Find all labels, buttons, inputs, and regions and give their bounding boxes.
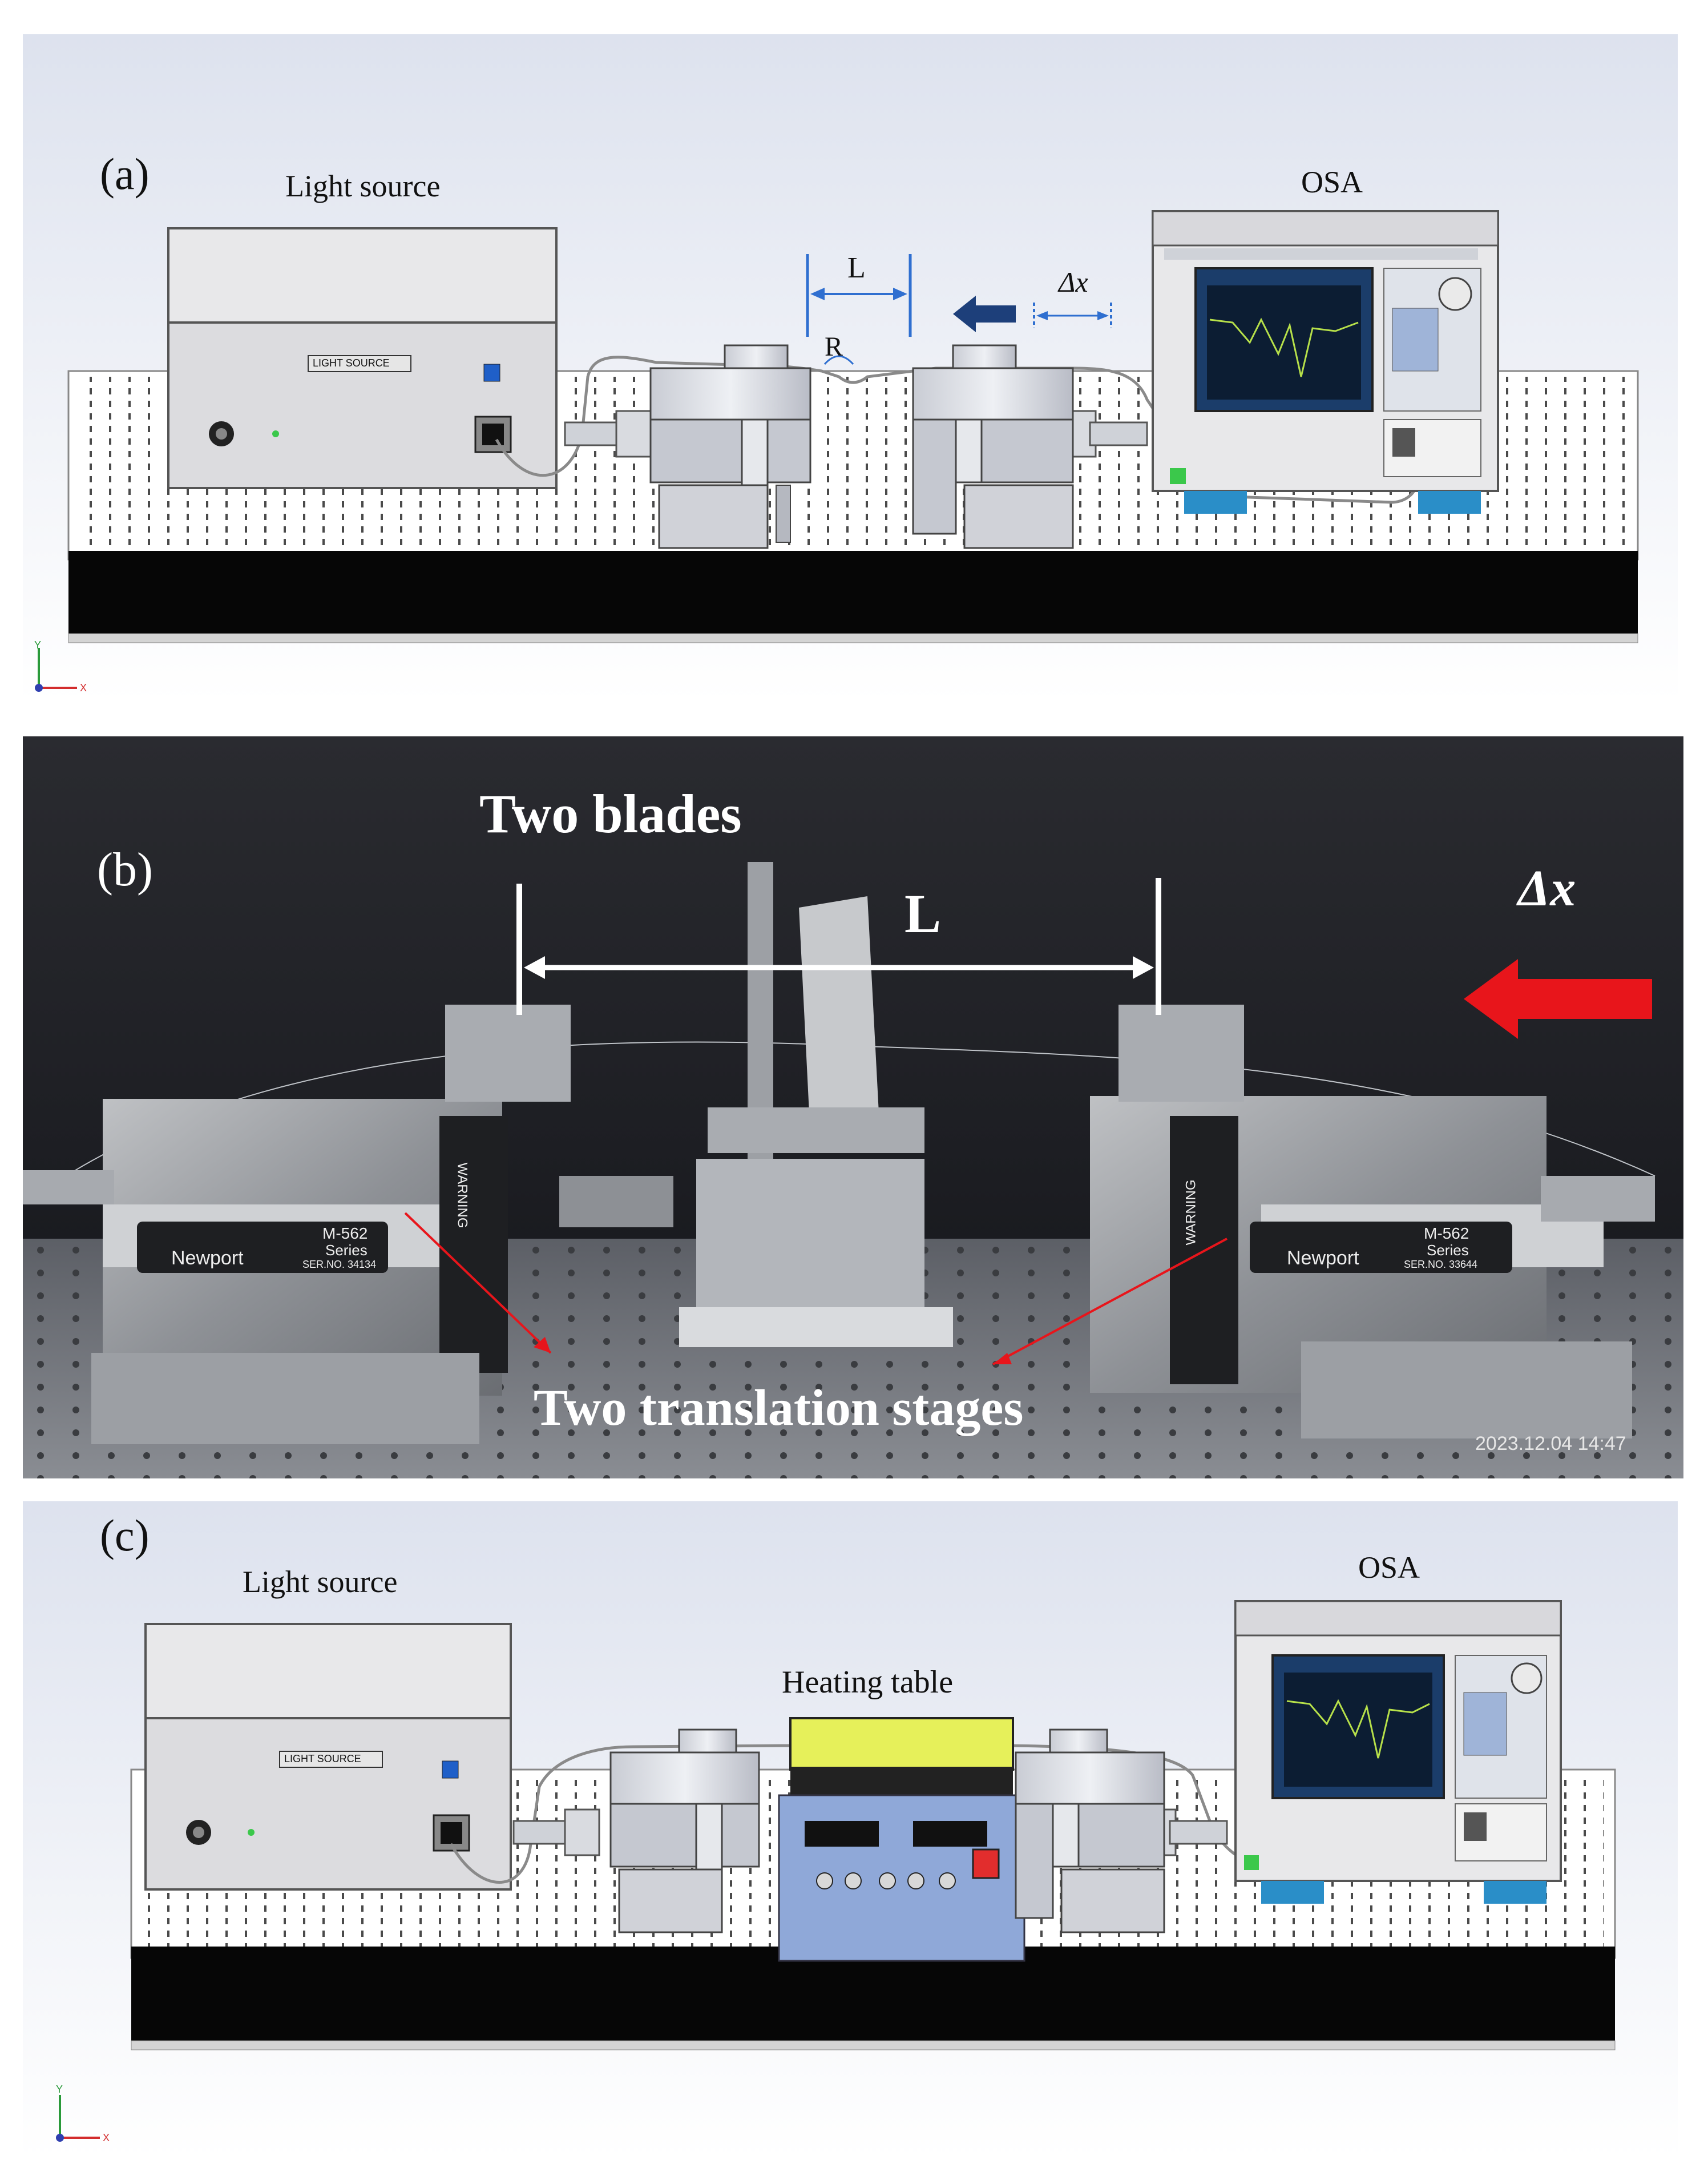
- translation-stage-left-c: [609, 1728, 760, 1933]
- panel-c-schematic: [23, 1501, 1678, 2158]
- photo-blade-holder: [679, 862, 953, 1347]
- panel-a: (a) Light source LIGHT SOURCE OSA L R Δx…: [23, 34, 1678, 702]
- osa-title-a: OSA: [1301, 165, 1363, 199]
- stage-left-series: Series: [325, 1242, 368, 1259]
- delta-x-dimension-a: [1033, 303, 1112, 328]
- light-source-title-a: Light source: [285, 169, 441, 203]
- panel-b: (b) Two blades L Δx Two translation stag…: [23, 736, 1683, 1478]
- axis-x-label-c: X: [103, 2132, 110, 2143]
- translation-stage-right-c: [1015, 1728, 1165, 1933]
- stage-left-warning: WARNING: [454, 1162, 470, 1228]
- translation-stage-right: [912, 344, 1074, 549]
- panel-c: (c) Light source LIGHT SOURCE Heating ta…: [23, 1501, 1678, 2158]
- translation-stage-left: [649, 344, 811, 549]
- panel-b-photo: [23, 736, 1683, 1478]
- length-dimension-b: [516, 878, 1161, 1015]
- panel-a-schematic: [23, 34, 1678, 702]
- stage-left-brand: Newport: [171, 1247, 244, 1269]
- photo-stage-left: [23, 1005, 673, 1444]
- osa-device: [1152, 210, 1499, 514]
- stages-caption: Two translation stages: [534, 1380, 1024, 1436]
- stage-right-serial: SER.NO. 33644: [1404, 1259, 1478, 1270]
- push-arrow-b: [1464, 959, 1652, 1039]
- heating-table-title: Heating table: [782, 1665, 954, 1700]
- stage-right-model: M-562: [1424, 1224, 1469, 1242]
- osa-device-c: [1234, 1600, 1562, 1904]
- osa-title-c: OSA: [1358, 1550, 1420, 1585]
- axis-y-label-c: Y: [56, 2084, 63, 2095]
- length-dimension-a: [806, 254, 912, 337]
- stage-left-serial: SER.NO. 34134: [302, 1259, 377, 1270]
- stage-pointers: [404, 1212, 1228, 1365]
- axis-triad-c: [56, 2095, 100, 2142]
- blades-title: Two blades: [479, 783, 742, 844]
- light-source-device-c: [144, 1623, 512, 1891]
- heating-table-device: [778, 1717, 1025, 1962]
- axis-x-label-a: X: [80, 682, 87, 694]
- axis-y-label-a: Y: [34, 639, 42, 651]
- light-source-plate-c: LIGHT SOURCE: [284, 1753, 361, 1764]
- delta-x-label-b: Δx: [1518, 860, 1576, 917]
- photo-stage-right: [1090, 1005, 1655, 1438]
- stage-right-warning: WARNING: [1183, 1179, 1199, 1246]
- stage-right-brand: Newport: [1287, 1247, 1359, 1269]
- radius-label-a: R: [825, 332, 843, 362]
- stage-left-model: M-562: [322, 1224, 368, 1242]
- light-source-device: [167, 227, 558, 489]
- delta-x-label-a: Δx: [1059, 266, 1088, 298]
- panel-a-label: (a): [100, 149, 150, 199]
- photo-timestamp: 2023.12.04 14:47: [1475, 1433, 1626, 1454]
- axis-triad-a: [35, 648, 77, 692]
- light-source-title-c: Light source: [243, 1565, 398, 1599]
- length-label-b: L: [905, 883, 942, 944]
- push-arrow-a: [953, 296, 1016, 332]
- panel-c-label: (c): [100, 1510, 150, 1560]
- panel-b-label: (b): [97, 843, 153, 896]
- stage-right-series: Series: [1427, 1242, 1469, 1259]
- light-source-plate-a: LIGHT SOURCE: [313, 357, 390, 369]
- length-label-a: L: [847, 252, 866, 284]
